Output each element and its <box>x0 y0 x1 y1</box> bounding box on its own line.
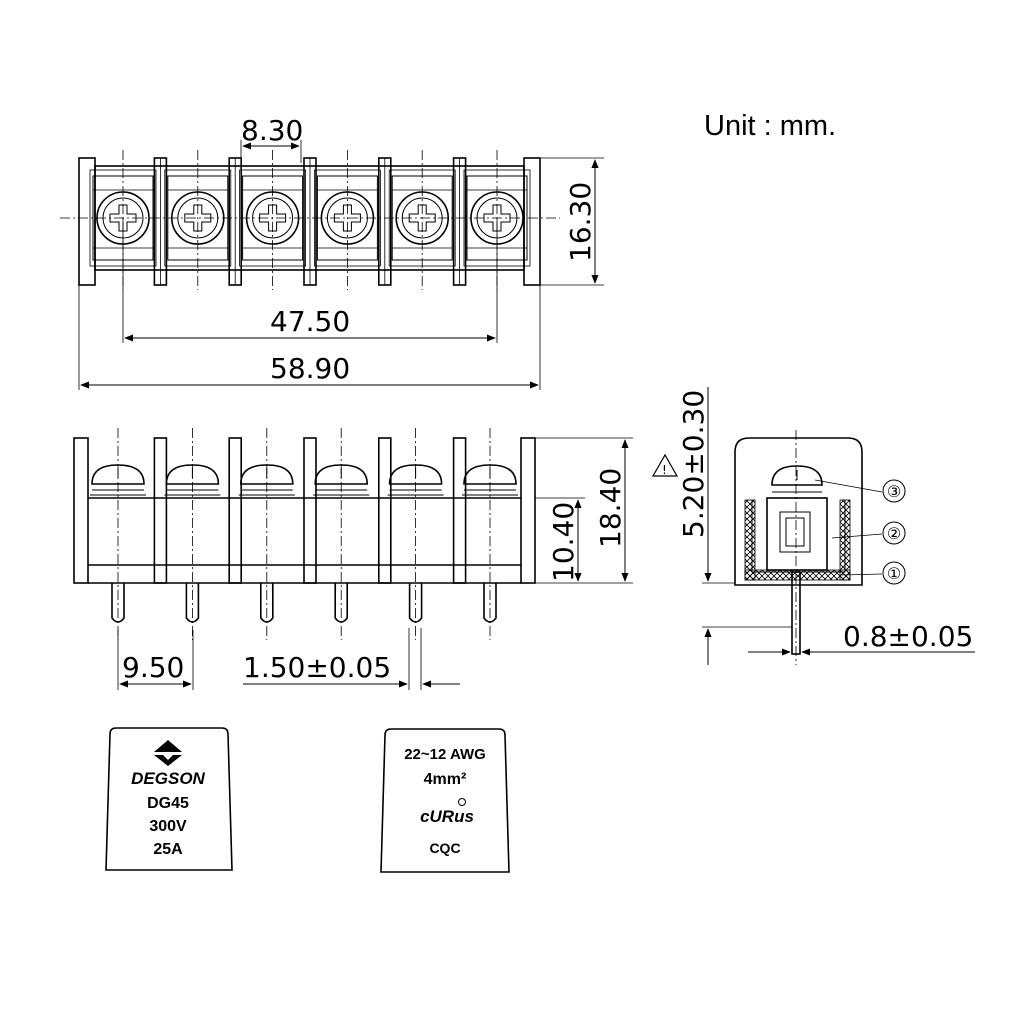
label-wire-gauge: 22~12 AWG <box>404 746 486 763</box>
side-clamp <box>766 497 828 571</box>
front-pole <box>313 428 370 640</box>
screw-head-icon <box>239 464 294 485</box>
front-pole <box>462 428 518 640</box>
dim-pin-width: 1.50±0.05 <box>243 651 391 684</box>
warning-triangle-icon: ! <box>651 453 679 477</box>
label-model: DG45 <box>147 795 189 812</box>
solder-pin <box>408 583 423 623</box>
dim-pin-thickness: 0.8±0.05 <box>843 620 973 653</box>
solder-pin <box>111 583 125 623</box>
label-cross-section: 4mm² <box>424 771 467 788</box>
front-end-wall-left <box>73 437 89 584</box>
front-separator <box>153 437 168 584</box>
side-view: 5.20±0.30 ! 0.8±0.05 ③ ② ① <box>651 387 975 665</box>
label-current: 25A <box>153 841 183 858</box>
front-separator <box>228 437 242 584</box>
solder-pin <box>260 583 274 623</box>
front-pole <box>90 428 146 640</box>
screw-head-icon <box>171 191 225 245</box>
screw-head-icon <box>314 464 369 485</box>
callout-1: ① <box>887 564 901 583</box>
ul-recognized-icon: cURus <box>420 798 474 826</box>
screw-head-icon <box>463 464 517 485</box>
dim-overall-length: 58.90 <box>270 352 350 385</box>
dim-top-height: 16.30 <box>564 182 597 262</box>
solder-pin <box>185 583 200 623</box>
front-pole <box>238 428 295 640</box>
front-view: 18.40 10.40 9.50 1.50±0.05 <box>73 428 633 690</box>
label-cert-ul: cURus <box>420 807 474 826</box>
callout-3: ③ <box>887 482 901 501</box>
solder-pin <box>334 583 348 623</box>
front-pole <box>387 428 444 640</box>
top-view: 8.30 16.30 47.50 58.90 <box>60 114 604 390</box>
label-left: DEGSON DG45 300V 25A <box>105 727 233 871</box>
front-end-wall-right <box>520 437 536 584</box>
front-separator <box>303 437 317 584</box>
dim-body-height: 10.40 <box>547 502 580 582</box>
dim-total-height: 18.40 <box>594 468 627 548</box>
degson-logo-icon <box>154 740 182 766</box>
unit-label: Unit : mm. <box>704 110 836 142</box>
dim-pin-length: 9.50 <box>122 651 184 684</box>
label-voltage: 300V <box>149 818 187 835</box>
screw-head-icon <box>165 464 220 485</box>
screw-head-icon <box>245 191 300 245</box>
label-cert-cqc: CQC <box>429 840 460 856</box>
side-screw <box>771 465 823 486</box>
screw-head-icon <box>91 464 145 485</box>
screw-head-icon <box>388 464 443 485</box>
front-separator <box>377 437 392 584</box>
top-pole <box>313 150 381 290</box>
dim-pin-protrusion: 5.20±0.30 <box>677 390 710 538</box>
top-pole <box>164 150 232 290</box>
side-body-outline <box>734 437 863 586</box>
svg-text:!: ! <box>662 463 667 477</box>
front-pole <box>164 428 221 640</box>
screw-head-icon <box>395 191 450 245</box>
top-pole <box>239 150 307 290</box>
screw-head-icon <box>320 191 375 245</box>
dim-pitch: 8.30 <box>241 114 303 147</box>
front-separator <box>452 437 467 584</box>
solder-pin <box>483 583 497 623</box>
dim-pin-span: 47.50 <box>270 305 350 338</box>
top-body <box>94 165 525 271</box>
callout-2: ② <box>887 524 901 543</box>
label-brand: DEGSON <box>131 769 205 788</box>
top-pole <box>388 150 456 290</box>
label-right: 22~12 AWG 4mm² cURus CQC <box>380 728 510 873</box>
